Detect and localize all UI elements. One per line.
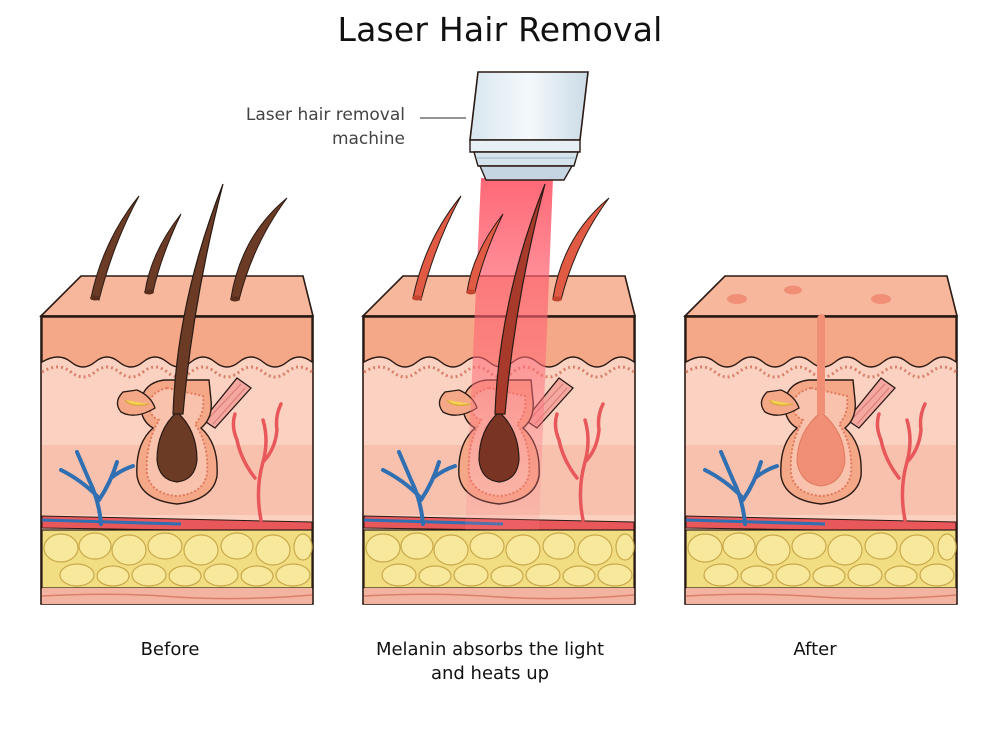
caption-during: Melanin absorbs the light and heats up [350,638,630,686]
caption-during-line2: and heats up [430,663,550,684]
pore [784,285,802,295]
pore [727,294,747,304]
surface-hair [144,213,182,293]
panel-after [683,274,959,606]
surface-hair [90,195,140,301]
hair-bulb [156,411,198,483]
hair-shaft [172,183,224,415]
panel-during [361,178,637,606]
pore [871,294,891,304]
diagram-title: Laser Hair Removal [337,10,663,49]
hair-bulb-heated [478,411,520,483]
caption-before: Before [140,639,200,660]
surface-hair-heated [412,195,462,301]
empty-follicle [796,411,846,487]
machine-label-line1: Laser hair removal [245,105,405,125]
laser-machine [469,71,589,181]
surface-hair-heated [466,213,504,293]
machine-label-line2: machine [331,129,405,149]
caption-after: After [793,639,837,660]
panel-before [39,183,315,606]
hair-shaft-heated [494,183,546,415]
surface-hair-heated [552,197,610,301]
surface-hair [230,197,288,301]
machine-label: Laser hair removal machine [200,103,405,151]
caption-during-line1: Melanin absorbs the light [375,639,605,660]
hair-remnant [817,314,825,414]
